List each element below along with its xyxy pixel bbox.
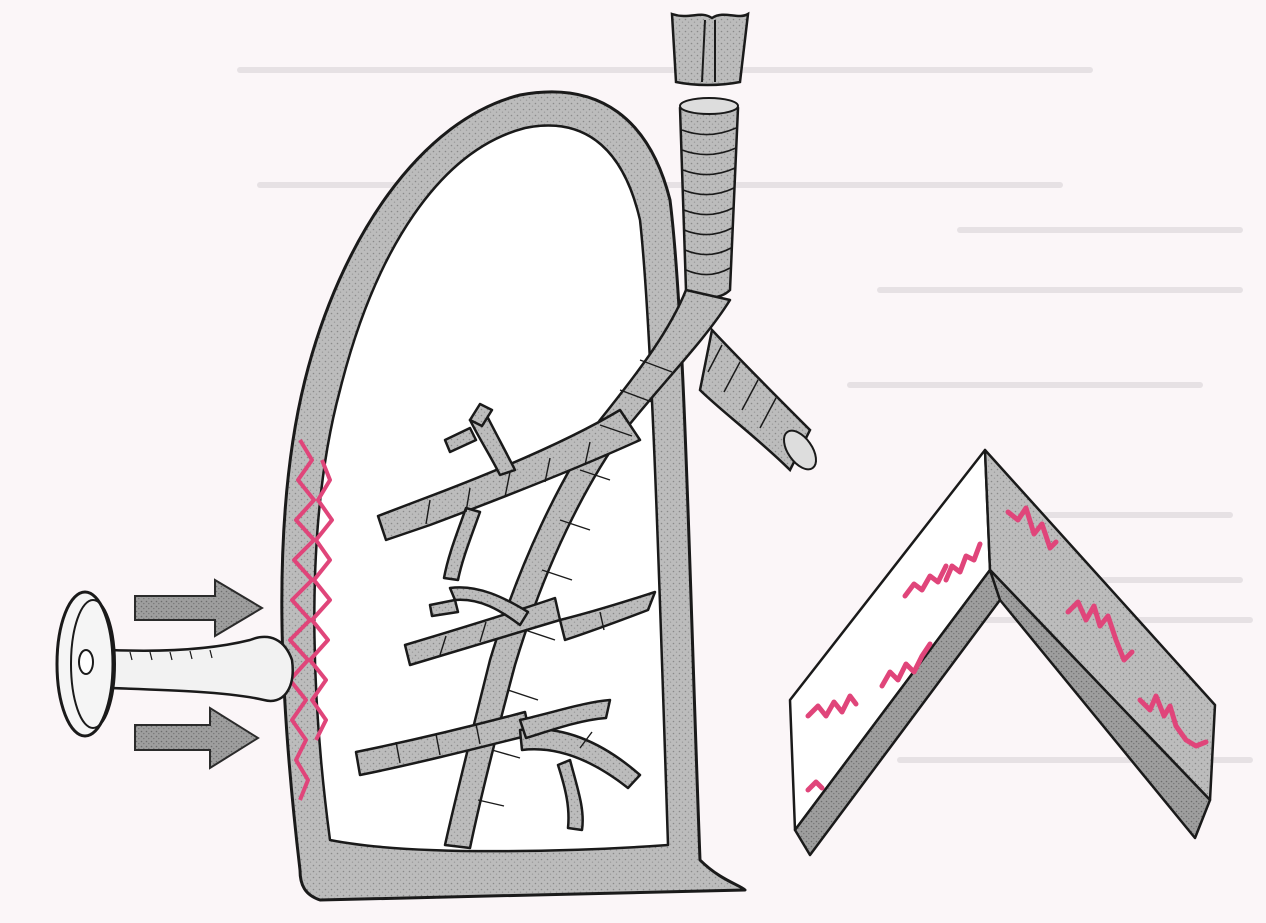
trachea <box>680 98 738 298</box>
trachea-cut-piece <box>672 14 748 85</box>
